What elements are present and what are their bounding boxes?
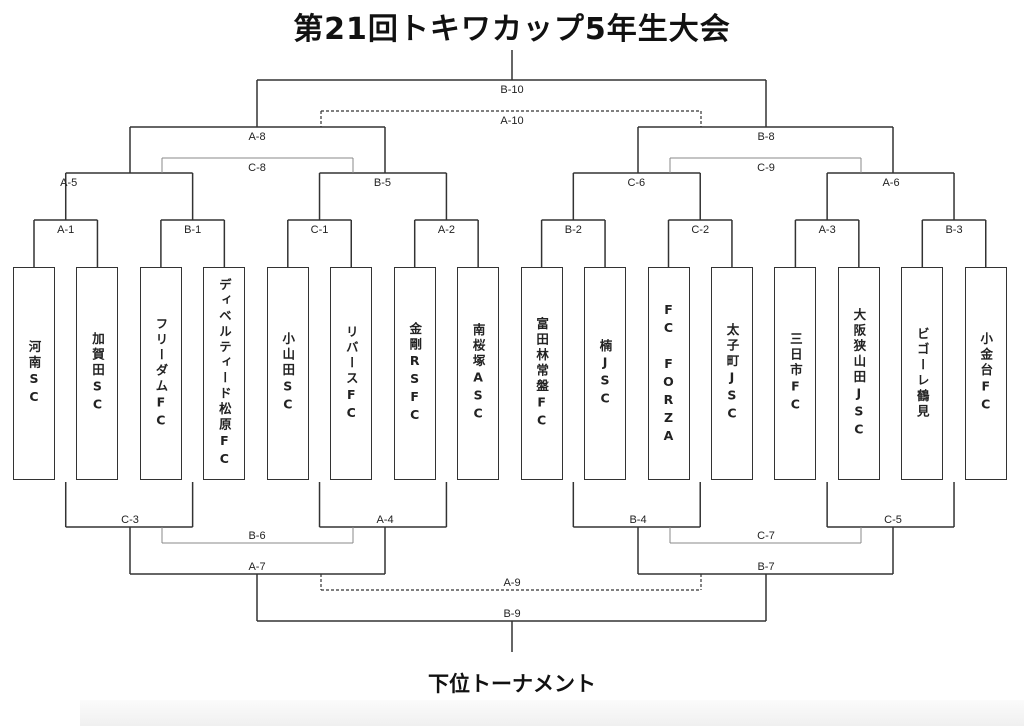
match-label-A-4: A-4 <box>376 514 393 526</box>
match-label-C-8: C-8 <box>248 162 266 174</box>
match-label-B-4: B-4 <box>629 514 646 526</box>
match-label-A-8: A-8 <box>248 131 265 143</box>
team-box: 金剛RSFC <box>393 267 436 480</box>
match-label-C-9: C-9 <box>757 162 775 174</box>
match-label-B-2: B-2 <box>565 224 582 236</box>
match-label-A-10: A-10 <box>500 115 523 127</box>
team-name: 大阪狭山田JSC <box>851 307 867 440</box>
match-label-B-1: B-1 <box>184 224 201 236</box>
match-label-B-9: B-9 <box>503 608 520 620</box>
team-box: 三日市FC <box>774 267 817 480</box>
team-name: 三日市FC <box>787 332 803 415</box>
team-box: FC FORZA <box>647 267 690 480</box>
match-label-A-9: A-9 <box>503 577 520 589</box>
match-label-A-3: A-3 <box>819 224 836 236</box>
match-label-C-1: C-1 <box>311 224 329 236</box>
match-label-A-2: A-2 <box>438 224 455 236</box>
team-box: ディベルティード松原FC <box>203 267 246 480</box>
match-label-B-10: B-10 <box>500 84 523 96</box>
page-bottom-band <box>80 700 1024 726</box>
team-name: 加賀田SC <box>89 332 105 415</box>
bracket-lines <box>33 50 987 652</box>
team-box: 富田林常盤FC <box>520 267 563 480</box>
match-label-C-3: C-3 <box>121 514 139 526</box>
team-name: 太子町JSC <box>724 323 740 424</box>
team-name: 楠JSC <box>597 338 613 409</box>
team-name: ディベルティード松原FC <box>216 278 232 469</box>
match-label-A-7: A-7 <box>248 561 265 573</box>
team-name: 小山田SC <box>280 332 296 415</box>
match-label-C-7: C-7 <box>757 530 775 542</box>
match-label-C-5: C-5 <box>884 514 902 526</box>
team-box: ビゴーレ鶴見 <box>901 267 944 480</box>
match-label-A-6: A-6 <box>882 177 899 189</box>
team-box: 河南SC <box>13 267 55 480</box>
team-box: 太子町JSC <box>710 267 753 480</box>
team-name: 金剛RSFC <box>407 322 423 425</box>
tournament-title: 第21回トキワカップ5年生大会 <box>293 12 731 47</box>
match-label-A-5: A-5 <box>60 177 77 189</box>
match-label-B-7: B-7 <box>757 561 774 573</box>
match-label-C-6: C-6 <box>627 177 645 189</box>
match-label-B-5: B-5 <box>374 177 391 189</box>
team-box: 楠JSC <box>584 267 627 480</box>
match-label-B-6: B-6 <box>248 530 265 542</box>
team-name: フリーダムFC <box>153 316 169 431</box>
match-label-C-2: C-2 <box>691 224 709 236</box>
match-label-B-3: B-3 <box>945 224 962 236</box>
team-name: 河南SC <box>26 340 42 407</box>
team-box: 小金台FC <box>964 267 1007 480</box>
match-label-A-1: A-1 <box>57 224 74 236</box>
team-box: 小山田SC <box>266 267 309 480</box>
team-box: 大阪狭山田JSC <box>837 267 880 480</box>
team-name: ビゴーレ鶴見 <box>914 327 930 420</box>
team-name: 小金台FC <box>978 332 994 415</box>
team-name: 南桜塚ASC <box>470 323 486 424</box>
match-label-B-8: B-8 <box>757 131 774 143</box>
team-box: 加賀田SC <box>76 267 119 480</box>
lower-tournament-title: 下位トーナメント <box>428 672 596 696</box>
team-box: フリーダムFC <box>139 267 182 480</box>
team-box: リバースFC <box>330 267 373 480</box>
team-name: 富田林常盤FC <box>534 316 550 431</box>
team-name: FC FORZA <box>661 301 676 446</box>
team-box: 南桜塚ASC <box>457 267 500 480</box>
team-name: リバースFC <box>343 324 359 423</box>
